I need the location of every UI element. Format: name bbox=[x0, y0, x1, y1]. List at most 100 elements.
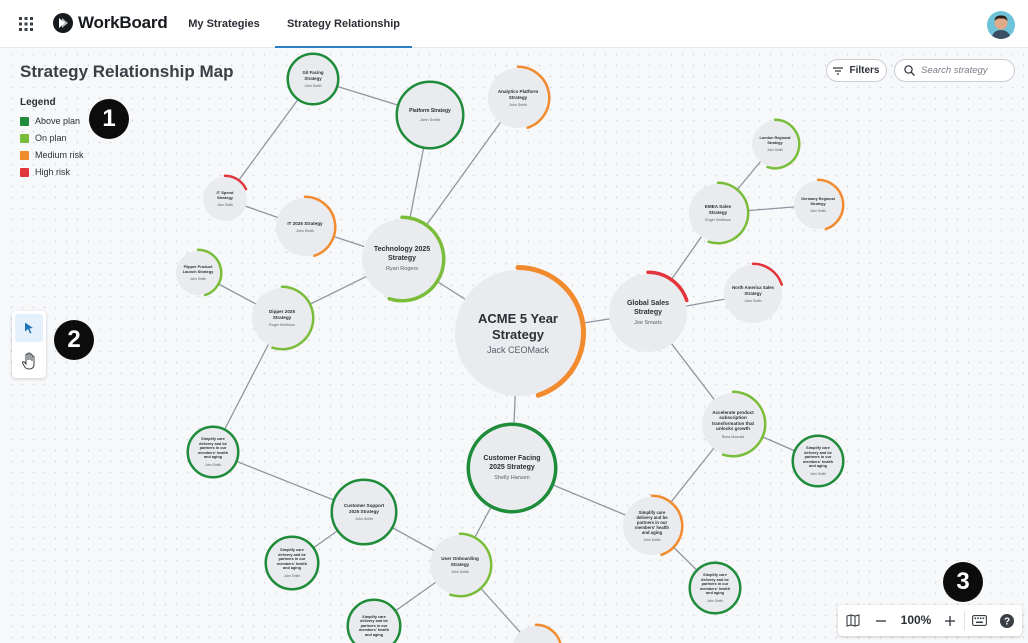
strategy-node-simplify5[interactable]: Simplify care delivery and be partners i… bbox=[623, 497, 681, 555]
strategy-name: London Regional Strategy bbox=[759, 135, 791, 145]
strategy-name: EMEA Sales Strategy bbox=[704, 204, 732, 215]
strategy-name: Dipper 2025 Strategy bbox=[268, 309, 296, 320]
strategy-owner: Roger Smithson bbox=[705, 218, 731, 222]
legend-swatch bbox=[20, 150, 29, 160]
pointer-icon bbox=[25, 322, 33, 334]
strategy-owner: John Smith bbox=[767, 148, 783, 153]
strategy-name: IT Spend Strategy bbox=[216, 189, 234, 200]
strategy-owner: Jack CEOMack bbox=[486, 345, 549, 356]
minus-icon bbox=[876, 619, 886, 622]
strategy-node-simplify3[interactable]: Simplify care delivery and be partners i… bbox=[349, 601, 399, 643]
hand-pan-icon bbox=[21, 352, 35, 370]
strategy-owner: John Smith bbox=[810, 471, 826, 476]
legend-swatch bbox=[20, 133, 29, 143]
filters-button[interactable]: Filters bbox=[826, 59, 887, 82]
strategy-owner: John Smith bbox=[451, 570, 469, 574]
strategy-name: Simplify care delivery and be partners i… bbox=[197, 437, 229, 460]
strategy-owner: John Smith bbox=[304, 83, 322, 88]
legend-title: Legend bbox=[20, 97, 56, 108]
filter-icon bbox=[833, 66, 844, 75]
legend-label: High risk bbox=[35, 167, 71, 177]
strategy-name: ACME 5 Year Strategy bbox=[478, 310, 558, 342]
page-title: Strategy Relationship Map bbox=[20, 62, 234, 81]
map-icon bbox=[846, 614, 860, 627]
strategy-owner: Rona Mourabi bbox=[721, 434, 745, 439]
zoom-out-button[interactable] bbox=[870, 605, 892, 636]
strategy-name: Technology 2025 Strategy bbox=[373, 246, 431, 262]
strategy-name: Flipper Product Launch Strategy bbox=[182, 263, 214, 274]
strategy-node-simplify7[interactable]: Simplify care delivery and be partners i… bbox=[794, 437, 842, 485]
apps-grid-icon[interactable] bbox=[19, 17, 33, 31]
minimap-button[interactable] bbox=[842, 605, 864, 636]
strategy-name: Platform Strategy bbox=[409, 108, 451, 114]
keyboard-shortcuts-button[interactable] bbox=[968, 605, 990, 636]
strategy-name: IT 2025 Strategy bbox=[287, 220, 323, 226]
legend-swatch bbox=[20, 116, 29, 126]
keyboard-icon bbox=[971, 615, 987, 626]
strategy-owner: John Smith bbox=[744, 298, 762, 303]
avatar-portrait-icon bbox=[987, 11, 1015, 39]
pan-tool-button[interactable] bbox=[15, 347, 43, 375]
strategy-owner: Roger Smithson bbox=[269, 323, 295, 327]
plus-icon bbox=[945, 615, 955, 626]
brand-logo[interactable]: WorkBoard bbox=[53, 13, 168, 33]
strategy-name: Customer Support 2025 Strategy bbox=[343, 503, 385, 514]
workboard-logo-icon bbox=[53, 13, 73, 33]
strategy-owner: John Smith bbox=[810, 209, 826, 214]
strategy-owner: John Smith bbox=[190, 277, 206, 282]
callout-marker-3: 3 bbox=[943, 562, 983, 602]
strategy-name: Germany Regional Strategy bbox=[801, 196, 835, 206]
strategy-owner: John Smith bbox=[355, 517, 373, 521]
strategy-node-simplify6[interactable]: Simplify care delivery and be partners i… bbox=[691, 564, 739, 612]
callout-marker-1: 1 bbox=[89, 99, 129, 139]
strategy-owner: John Smith bbox=[284, 573, 300, 578]
help-button[interactable]: ? bbox=[996, 605, 1018, 636]
legend-item-medium-risk: Medium risk bbox=[20, 150, 84, 160]
select-tool-button[interactable] bbox=[15, 314, 43, 342]
strategy-node-simplify1[interactable]: Simplify care delivery and be partners i… bbox=[189, 428, 237, 476]
legend-label: Medium risk bbox=[35, 150, 84, 160]
tab-my-strategies[interactable]: My Strategies bbox=[188, 18, 260, 30]
user-avatar[interactable] bbox=[987, 11, 1015, 39]
legend-item-high-risk: High risk bbox=[20, 167, 70, 177]
strategy-node-simplify2[interactable]: Simplify care delivery and be partners i… bbox=[267, 538, 317, 588]
strategy-owner: John Smith bbox=[217, 203, 233, 208]
zoom-toolbar: 100% ? bbox=[838, 605, 1022, 636]
strategy-node-accelerate[interactable]: Accelerate product subscription transfor… bbox=[702, 393, 764, 455]
strategy-name: Simplify care delivery and be partners i… bbox=[699, 573, 731, 596]
zoom-in-button[interactable] bbox=[939, 605, 961, 636]
strategy-name: Simplify care delivery and be partners i… bbox=[802, 446, 834, 469]
search-input[interactable] bbox=[921, 65, 1011, 76]
help-icon: ? bbox=[1000, 613, 1014, 628]
strategy-owner: John Smith bbox=[707, 598, 723, 603]
legend-label: On plan bbox=[35, 133, 67, 143]
strategy-name: Simplify care delivery and be partners i… bbox=[358, 614, 390, 637]
strategy-owner: John Smith bbox=[509, 103, 527, 107]
strategy-owner: John Smith bbox=[296, 229, 314, 234]
strategy-name: Customer Facing 2025 Strategy bbox=[483, 455, 541, 471]
search-box[interactable] bbox=[894, 59, 1015, 82]
strategy-owner: Joe Smarts bbox=[634, 319, 662, 326]
top-bar: WorkBoard My Strategies Strategy Relatio… bbox=[0, 0, 1028, 78]
legend-item-on-plan: On plan bbox=[20, 133, 67, 143]
strategy-name: User Onboarding Strategy bbox=[441, 556, 479, 567]
strategy-owner: Ryan Rogers bbox=[385, 265, 419, 272]
legend-label: Above plan bbox=[35, 116, 81, 126]
